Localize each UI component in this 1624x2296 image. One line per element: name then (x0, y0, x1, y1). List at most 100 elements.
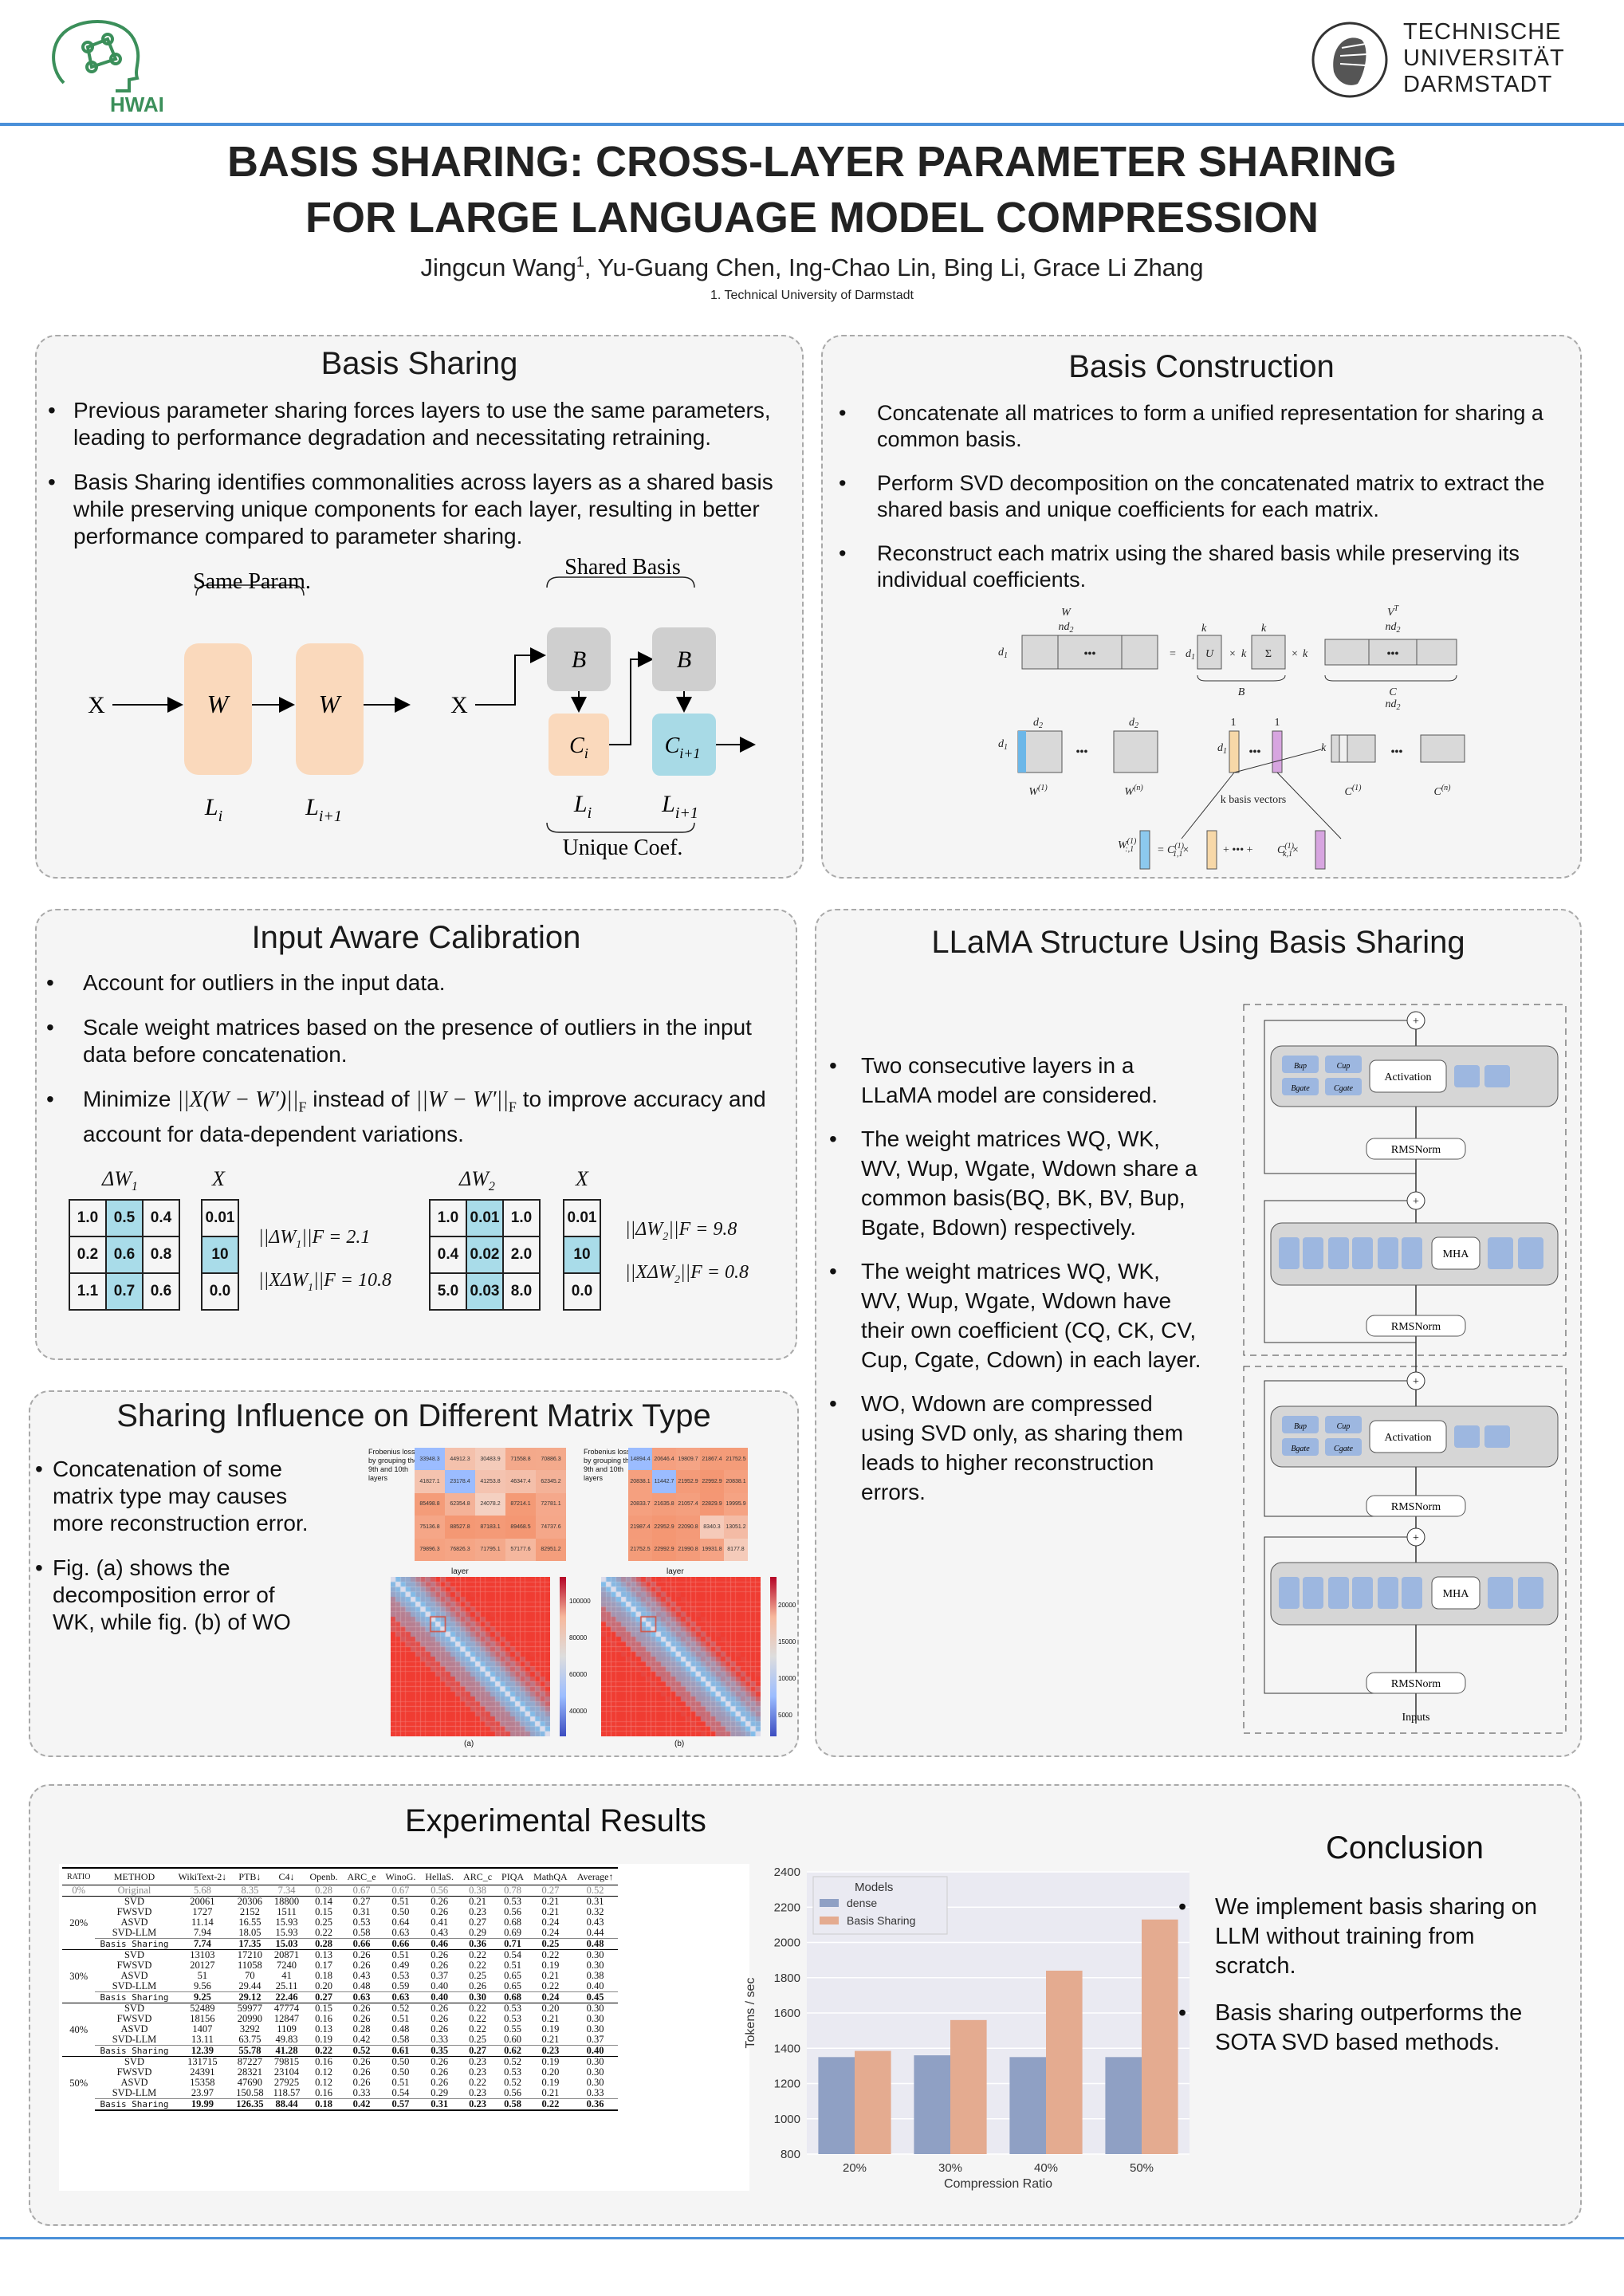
hwai-logo: HWAI (52, 20, 164, 115)
mini-cell: 19931.8 (700, 1538, 724, 1561)
mini-cell: 30483.9 (475, 1448, 505, 1471)
bullet: Concatenate all matrices to form a unifi… (839, 400, 1556, 453)
sharing-influence-title: Sharing Influence on Different Matrix Ty… (116, 1398, 711, 1433)
mini-cell: 21952.9 (676, 1470, 700, 1493)
mini-cell: 21990.8 (676, 1538, 700, 1561)
table-header: C4↓ (268, 1867, 305, 1885)
table-header: WikiText-2↓ (173, 1867, 232, 1885)
bullet: Previous parameter sharing forces layers… (48, 397, 781, 451)
header-rule (0, 123, 1624, 126)
mini-cell: 22090.8 (676, 1516, 700, 1539)
mini-cell: 11442.7 (652, 1470, 676, 1493)
mini-cell: 21752.5 (628, 1538, 652, 1561)
tu-darmstadt-seal (1311, 22, 1388, 98)
fig-a-note: Frobenius loss by grouping the 9th and 1… (368, 1448, 419, 1482)
heatmap-b (601, 1577, 761, 1736)
svg-text:1: 1 (1231, 717, 1237, 729)
y-tick-label: 1200 (774, 2078, 800, 2091)
mini-cell: 85498.8 (415, 1492, 445, 1516)
mini-cell: 21752.5 (724, 1448, 748, 1471)
bullet: Reconstruct each matrix using the shared… (839, 541, 1556, 593)
basis-sharing-bullets: Previous parameter sharing forces layers… (48, 397, 781, 568)
svg-text:Ci: Ci (569, 733, 588, 761)
svg-text:+: + (1413, 1532, 1419, 1544)
mini-cell: 21635.8 (652, 1492, 676, 1516)
colorbar-b (770, 1577, 777, 1736)
bar-basis-sharing (1142, 1919, 1178, 2154)
bullet: Basis sharing outperforms the SOTA SVD b… (1178, 1999, 1561, 2058)
sharing-influence-bullets: Concatenation of some matrix type may ca… (35, 1456, 322, 1653)
svg-text:k: k (1303, 648, 1308, 660)
legend-swatch (820, 1899, 839, 1907)
svg-text:X: X (88, 692, 105, 718)
basis-construction-bullets: Concatenate all matrices to form a unifi… (839, 400, 1556, 611)
svg-text:d1: d1 (1186, 648, 1195, 662)
svg-text:C: C (1389, 686, 1397, 698)
bullet: Account for outliers in the input data. (46, 969, 780, 997)
y-tick-label: 1600 (774, 2007, 800, 2020)
svg-text:1: 1 (1275, 717, 1280, 729)
svg-text:Cup: Cup (1337, 1062, 1351, 1071)
heatmap-figures: Frobenius loss by grouping the 9th and 1… (368, 1448, 796, 1751)
throughput-chart: 8001000120014001600180020002200240020%30… (744, 1866, 1189, 2191)
svg-text:C(1)k,1×: C(1)k,1× (1277, 842, 1299, 859)
heatmap-a (391, 1577, 550, 1736)
svg-text:•••: ••• (1076, 746, 1088, 758)
svg-text:RMSNorm: RMSNorm (1391, 1501, 1441, 1513)
affiliation: 1. Technical University of Darmstadt (710, 289, 914, 302)
svg-text:Shared Basis: Shared Basis (564, 555, 680, 580)
table-header: RATIO (62, 1867, 96, 1885)
svg-text:W(1):,1: W(1):,1 (1118, 837, 1137, 854)
bullet: Two consecutive layers in a LLaMA model … (829, 1051, 1204, 1110)
mini-cell: 41827.1 (415, 1470, 445, 1493)
svg-text:Σ: Σ (1265, 648, 1272, 660)
x-tick-label: 30% (938, 2161, 962, 2175)
fig-b-note: Frobenius loss by grouping the 9th and 1… (584, 1448, 634, 1482)
fig-a-caption: (a) (464, 1740, 474, 1748)
mini-cell: 23178.4 (445, 1470, 475, 1493)
mini-cell: 20838.1 (628, 1470, 652, 1493)
fig-b-axis-label: layer (667, 1567, 684, 1576)
table-header: PIQA (497, 1867, 529, 1885)
legend-entry: Basis Sharing (847, 1914, 915, 1927)
mini-cell: 46347.4 (505, 1470, 536, 1493)
svg-text:RMSNorm: RMSNorm (1391, 1678, 1441, 1690)
bar-dense (914, 2055, 950, 2154)
y-tick-label: 1000 (774, 2113, 800, 2126)
hwai-text: HWAI (110, 92, 164, 115)
mini-cell: 71558.8 (505, 1448, 536, 1471)
mini-cell: 74737.6 (536, 1516, 566, 1539)
svg-text:+: + (1413, 1016, 1419, 1028)
svg-text:k: k (1241, 648, 1247, 660)
svg-text:Bgate: Bgate (1291, 1445, 1310, 1453)
mini-cell: 87214.1 (505, 1492, 536, 1516)
svg-text:X: X (450, 692, 468, 718)
conclusion-title: Conclusion (1326, 1830, 1484, 1866)
svg-text:Li+1: Li+1 (661, 791, 698, 822)
svg-text:Li+1: Li+1 (305, 794, 342, 825)
svg-text:nd2: nd2 (1386, 698, 1401, 712)
experimental-title: Experimental Results (405, 1803, 706, 1838)
mini-cell: 71795.1 (475, 1538, 505, 1561)
svg-text:MHA: MHA (1443, 1588, 1470, 1600)
x2-label: X (576, 1167, 588, 1190)
svg-text:d2: d2 (1129, 717, 1138, 730)
mini-cell: 22992.9 (700, 1470, 724, 1493)
sharing-influence-panel: Sharing Influence on Different Matrix Ty… (29, 1390, 799, 1757)
svg-text:k basis vectors: k basis vectors (1221, 794, 1286, 806)
table-header: MathQA (529, 1867, 572, 1885)
mini-cell: 44912.3 (445, 1448, 475, 1471)
eq-1: ||ΔW1||F = 2.1 ||XΔW1||F = 10.8 (258, 1227, 391, 1294)
llama-structure-panel: LLaMA Structure Using Basis Sharing Two … (815, 909, 1582, 1757)
y-tick-label: 2400 (774, 1866, 800, 1879)
bar-basis-sharing (855, 2050, 891, 2154)
